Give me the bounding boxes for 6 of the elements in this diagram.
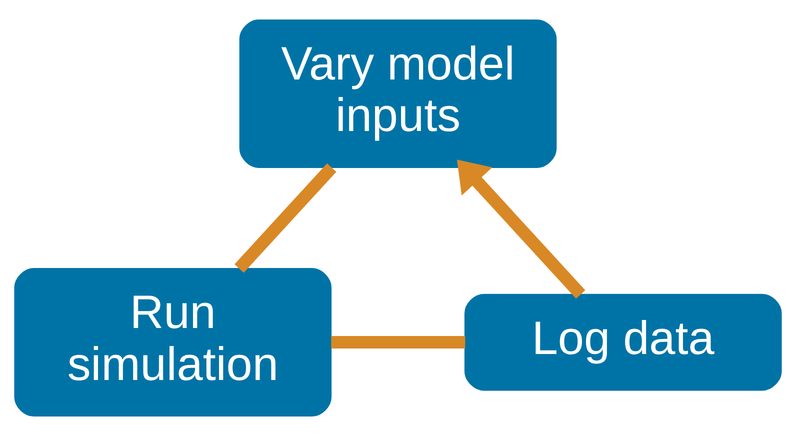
arrow	[456, 160, 586, 299]
node-box: Log data	[464, 294, 782, 391]
node-box: Vary model inputs	[239, 19, 557, 168]
connector	[234, 163, 336, 273]
connector	[331, 336, 466, 349]
node-box: Run simulation	[14, 268, 332, 417]
